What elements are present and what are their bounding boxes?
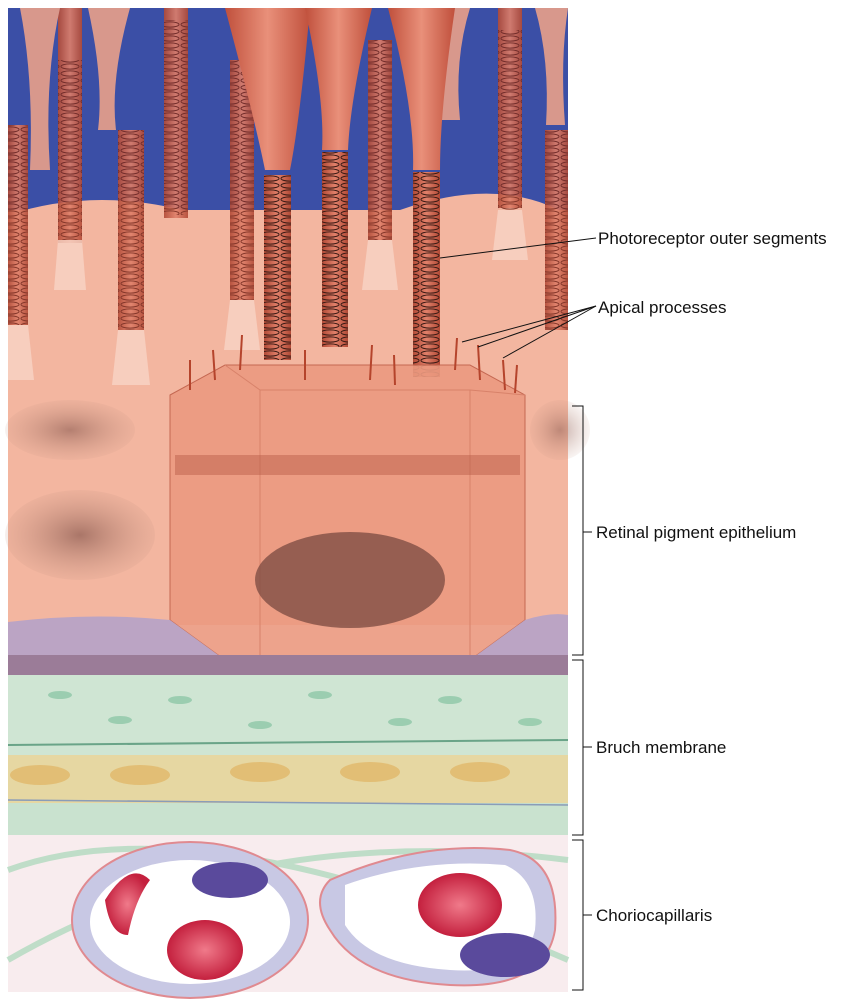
foreground-cones (225, 8, 455, 377)
label-photoreceptor-outer-segments: Photoreceptor outer segments (598, 229, 827, 248)
background-rods (8, 8, 568, 330)
label-retinal-pigment-epithelium: Retinal pigment epithelium (596, 523, 797, 542)
bruch-layer (7, 675, 569, 835)
basal-membrane (8, 614, 568, 675)
capillary-right (319, 847, 557, 987)
rpe-cell (169, 334, 526, 661)
capillary-left (71, 841, 309, 999)
cell-bases (8, 210, 528, 385)
choriocapillaris-layer (6, 835, 570, 999)
brackets (572, 405, 592, 991)
leader-lines (439, 237, 597, 359)
label-choriocapillaris: Choriocapillaris (596, 906, 713, 925)
label-apical-processes: Apical processes (598, 298, 727, 317)
label-bruch-membrane: Bruch membrane (596, 738, 727, 757)
